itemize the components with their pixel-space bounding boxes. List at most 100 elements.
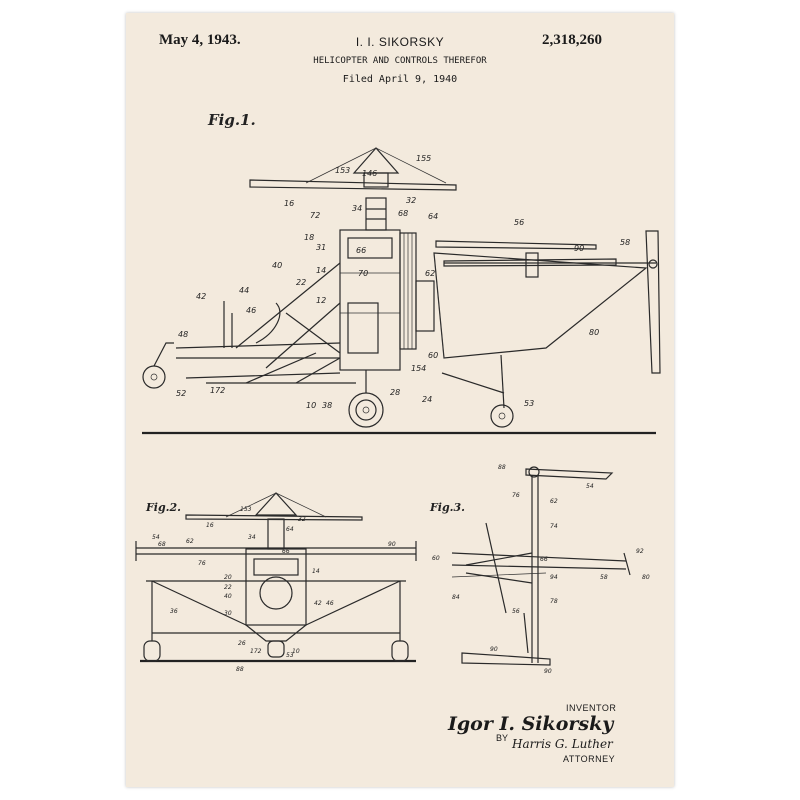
fig3-ref-number: 90 <box>490 646 498 653</box>
fig3-ref-number: 80 <box>642 574 650 581</box>
fig3-upper-blade <box>525 468 614 480</box>
patent-sheet: May 4, 1943. I. I. SIKORSKY 2,318,260 HE… <box>126 13 674 787</box>
fig1-ref-number: 68 <box>398 209 408 218</box>
fig2-ref-number: 53 <box>286 652 294 659</box>
fig2-front-wheel <box>267 640 285 658</box>
patent-title: HELICOPTER AND CONTROLS THEREFOR <box>313 56 487 66</box>
fig1-main-rotor-blade <box>249 179 457 191</box>
inventor-signature: Igor I. Sikorsky <box>448 713 614 735</box>
fig2-ref-number: 68 <box>158 541 166 548</box>
fig2-right-wheel <box>391 640 409 662</box>
fig1-ref-number: 72 <box>310 211 320 220</box>
fig1-ref-number: 14 <box>316 266 326 275</box>
fig3-ref-number: 60 <box>432 555 440 562</box>
fig1-ref-number: 60 <box>428 351 438 360</box>
fig3-drawing: 88 54 76 62 74 60 66 94 92 58 80 84 78 5… <box>432 464 650 675</box>
fig1-ref-number: 10 <box>306 401 316 410</box>
fig1-ref-number: 40 <box>272 261 282 270</box>
fig1-label: Fig.1. <box>208 111 256 129</box>
fig1-ref-number: 44 <box>239 286 249 295</box>
fig3-ref-number: 94 <box>550 574 558 581</box>
fig2-main-rotor-blade <box>185 514 363 521</box>
fig2-ref-number: 14 <box>312 568 320 575</box>
fig1-main-wheel <box>348 392 384 428</box>
fig1-vertical-tail-rotor <box>645 230 661 374</box>
fig2-drawing: 153 32 16 34 64 54 68 62 66 90 76 14 20 … <box>135 492 417 673</box>
fig3-ref-number: 92 <box>636 548 644 555</box>
fig3-label: Fig.3. <box>430 501 465 514</box>
fig2-ref-number: 16 <box>206 522 214 529</box>
fig2-ref-number: 153 <box>240 506 252 513</box>
filing-date: Filed April 9, 1940 <box>342 74 458 85</box>
by-label: BY <box>496 733 509 743</box>
fig1-nose-wheel <box>142 365 166 389</box>
fig1-ref-number: 48 <box>178 330 188 339</box>
attorney-label: ATTORNEY <box>563 754 616 764</box>
attorney-signature: Harris G. Luther <box>512 737 613 751</box>
fig1-upper-tail-rotor <box>435 240 597 250</box>
fig3-ref-number: 88 <box>498 464 506 471</box>
fig2-ref-number: 10 <box>292 648 300 655</box>
patent-drawings: 153 146 155 16 34 32 72 68 64 18 31 66 5… <box>135 147 661 675</box>
fig1-ref-number: 155 <box>416 154 431 163</box>
fig2-ref-number: 36 <box>170 608 178 615</box>
fig1-ref-number: 18 <box>304 233 314 242</box>
fig1-ref-number: 90 <box>574 244 584 253</box>
fig2-ref-number: 172 <box>250 648 262 655</box>
fig1-engine-block <box>415 280 435 332</box>
fig1-tail-wheel <box>490 404 514 428</box>
fig2-ref-number: 66 <box>282 548 290 555</box>
fig2-ref-number: 88 <box>236 666 244 673</box>
fig1-ref-number: 38 <box>322 401 332 410</box>
fig1-tail-boom <box>433 252 648 359</box>
inventor-label: INVENTOR <box>566 703 617 713</box>
fig3-ref-number: 74 <box>550 523 558 530</box>
fig1-ref-number: 31 <box>316 243 326 252</box>
fig3-ref-number: 76 <box>512 492 520 499</box>
fig1-ref-number: 70 <box>358 269 368 278</box>
fig1-ref-number: 80 <box>589 328 599 337</box>
fig2-ref-number: 20 <box>224 574 232 581</box>
fig1-ref-number: 22 <box>296 278 306 287</box>
fig3-ref-number: 90 <box>544 668 552 675</box>
fig2-engine-frame <box>245 548 307 626</box>
fig1-ref-number: 64 <box>428 212 438 221</box>
fig1-ref-number: 66 <box>356 246 366 255</box>
fig2-ref-number: 46 <box>326 600 334 607</box>
fig3-ref-number: 66 <box>540 556 548 563</box>
fig1-ref-number: 12 <box>316 296 326 305</box>
fig2-ref-number: 30 <box>224 610 232 617</box>
fig2-label: Fig.2. <box>146 501 181 514</box>
fig2-ref-number: 90 <box>388 541 396 548</box>
fig2-ref-number: 54 <box>152 534 160 541</box>
fig1-rotor-mast <box>365 197 387 231</box>
fig1-horizontal-tail-rotor <box>443 258 617 267</box>
patent-number: 2,318,260 <box>542 32 602 48</box>
patent-date: May 4, 1943. <box>159 32 241 48</box>
fig2-ref-number: 32 <box>298 516 306 523</box>
fig3-ref-number: 56 <box>512 608 520 615</box>
fig1-drawing: 153 146 155 16 34 32 72 68 64 18 31 66 5… <box>142 147 661 435</box>
fig2-ref-number: 76 <box>198 560 206 567</box>
fig3-ref-number: 84 <box>452 594 460 601</box>
fig1-ref-number: 42 <box>196 292 206 301</box>
fig1-ref-number: 52 <box>176 389 186 398</box>
fig1-ref-number: 172 <box>210 386 225 395</box>
fig1-ref-number: 58 <box>620 238 630 247</box>
fig1-ref-number: 24 <box>422 395 432 404</box>
fig1-ref-number: 53 <box>524 399 534 408</box>
fig3-ref-number: 58 <box>600 574 608 581</box>
fig3-lower-blade <box>461 652 551 666</box>
fig1-ref-number: 28 <box>390 388 400 397</box>
fig1-ref-number: 34 <box>352 204 362 213</box>
fig2-ref-number: 26 <box>238 640 246 647</box>
fig2-ref-number: 62 <box>186 538 194 545</box>
fig2-ref-number: 34 <box>248 534 256 541</box>
fig1-ref-number: 153 <box>335 166 350 175</box>
fig1-ref-number: 46 <box>246 306 256 315</box>
inventor-name: I. I. SIKORSKY <box>355 35 445 49</box>
fig1-ref-number: 16 <box>284 199 294 208</box>
fig1-ref-number: 62 <box>425 269 435 278</box>
fig1-ref-number: 154 <box>411 364 426 373</box>
fig2-ref-number: 64 <box>286 526 294 533</box>
